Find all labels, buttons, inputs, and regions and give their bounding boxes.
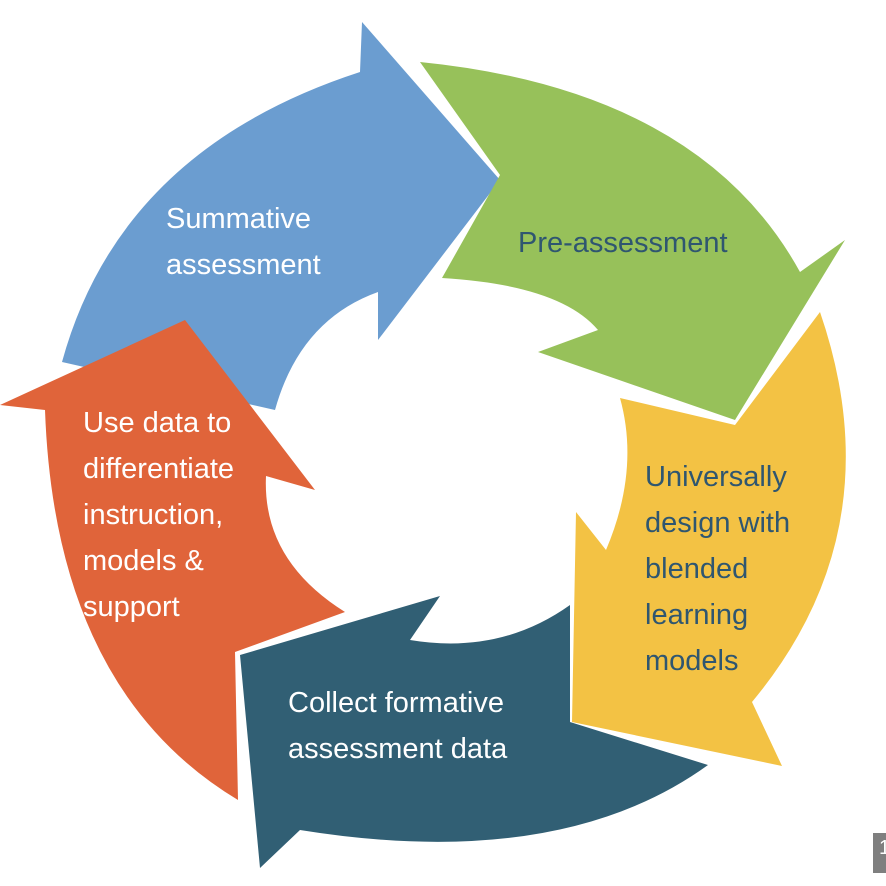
arrow-pre-assessment (420, 62, 845, 420)
arrow-summative (62, 22, 500, 410)
label-pre-assessment: Pre-assessment (518, 227, 728, 259)
page-number: 1 (873, 833, 886, 873)
label-summative: Summative assessment (166, 203, 321, 281)
arrow-collect-formative (240, 596, 708, 868)
label-universal-design: Universally design with blended learning… (645, 461, 791, 677)
arrow-universal-design (572, 312, 846, 766)
label-collect-formative: Collect formative assessment data (288, 687, 508, 765)
arrow-use-data (0, 320, 345, 800)
label-use-data: Use data to differentiate instruction, m… (83, 407, 235, 623)
